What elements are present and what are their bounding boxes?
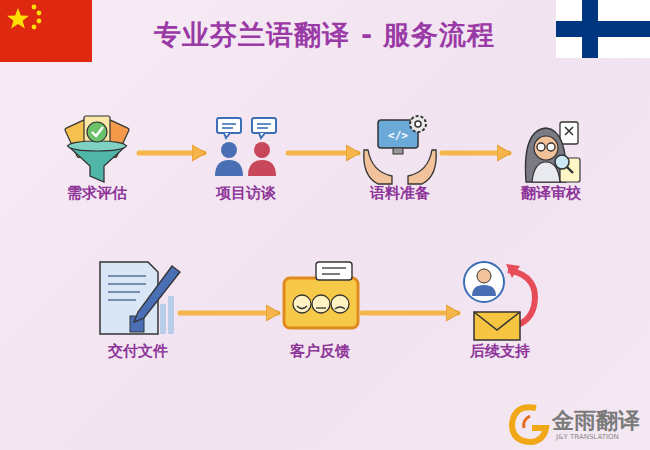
- people-icon: [215, 118, 276, 176]
- finland-flag: [556, 0, 650, 58]
- flow-arrow: [180, 311, 278, 316]
- reviewer-icon: [525, 122, 580, 182]
- page-title: 专业芬兰语翻译 - 服务流程: [0, 17, 650, 53]
- process-step: 客户反馈: [282, 258, 358, 360]
- step-label: 项目访谈: [216, 184, 276, 202]
- step-label: 语料准备: [370, 184, 430, 202]
- process-step: 语料准备: [362, 112, 438, 202]
- flow-arrow: [139, 151, 204, 156]
- step-label: 后续支持: [470, 342, 530, 360]
- step-label: 需求评估: [67, 184, 127, 202]
- flow-arrow: [362, 311, 458, 316]
- process-step: 后续支持: [462, 258, 538, 360]
- logo-subtext: J&Y TRANSLATION: [556, 433, 619, 441]
- step-label: 客户反馈: [290, 342, 350, 360]
- svg-text:</>: </>: [388, 129, 408, 142]
- flow-arrow: [288, 151, 358, 156]
- logo-mark: [512, 407, 546, 442]
- computer-icon: </>: [364, 116, 436, 184]
- process-step: 项目访谈: [208, 112, 284, 202]
- step-label: 翻译审校: [521, 184, 581, 202]
- logo-text: 金雨翻译: [552, 406, 640, 436]
- process-step: 需求评估: [59, 112, 135, 202]
- process-step: 翻译审校: [513, 112, 589, 202]
- document-icon: [100, 262, 180, 334]
- flow-arrow: [442, 151, 509, 156]
- feedback-icon: [284, 262, 358, 328]
- support-icon: [464, 262, 535, 340]
- step-label: 交付文件: [108, 342, 168, 360]
- funnel-icon: [64, 116, 129, 182]
- china-flag: [0, 0, 92, 62]
- process-step: 交付文件: [100, 258, 176, 360]
